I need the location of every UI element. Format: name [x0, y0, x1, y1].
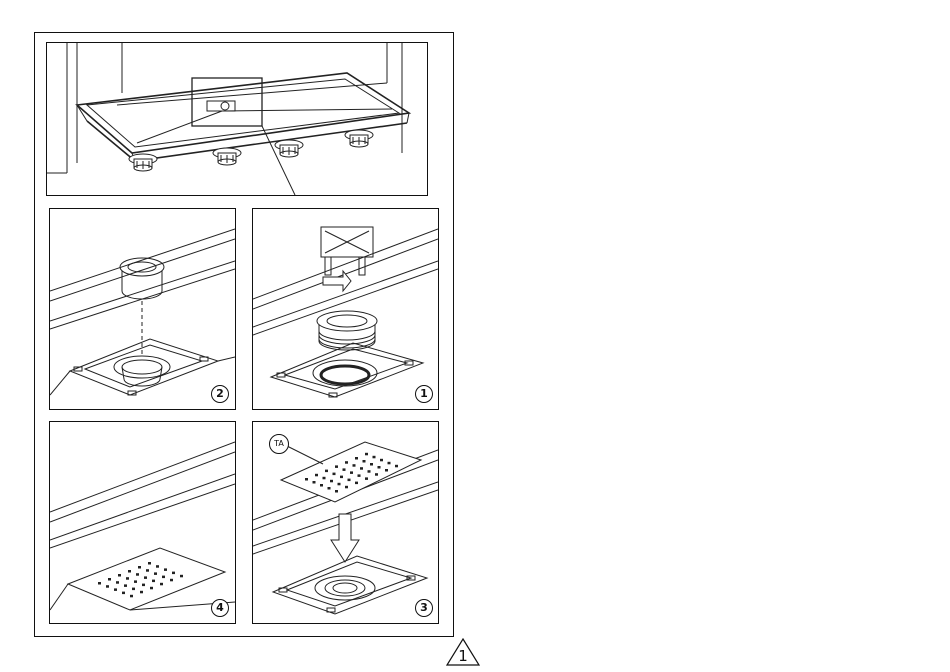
grate-hole [335, 490, 338, 493]
grate-hole [154, 572, 157, 575]
grate-hole [124, 584, 127, 587]
grate-hole [134, 580, 137, 583]
grate-hole [172, 572, 175, 575]
grate-hole [130, 595, 133, 598]
drain-sleeve-drawing [50, 209, 235, 409]
overview-panel [46, 42, 428, 196]
grate-hole [343, 468, 346, 471]
grate-hole [122, 592, 125, 595]
step-2-panel: 2 [49, 208, 236, 410]
grate-hole [315, 474, 318, 477]
grate-hole [335, 465, 338, 468]
step-number-1: 1 [415, 385, 433, 403]
grate-hole [365, 477, 368, 480]
grate-hole [180, 575, 183, 578]
grate-hole [164, 568, 167, 571]
grate-hole [136, 573, 139, 576]
installed-grate-drawing [50, 422, 235, 623]
grate-hole [170, 579, 173, 582]
step-number-3: 3 [415, 599, 433, 617]
step-4-panel: 4 [49, 421, 236, 624]
grate-hole [368, 470, 371, 473]
grate-hole [380, 459, 383, 462]
grate-hole [358, 474, 361, 477]
grate-hole [320, 484, 323, 487]
grate-hole [140, 591, 143, 594]
step-3-panel: TA 3 [252, 421, 439, 624]
grate-hole [350, 471, 353, 474]
sheet-number: 1 [446, 647, 480, 665]
grate-hole [345, 461, 348, 464]
grate-hole [118, 574, 121, 577]
grate-hole [355, 457, 358, 460]
drain-body-drawing [253, 209, 438, 409]
grate-hole [323, 477, 326, 480]
grate-hole [338, 483, 341, 486]
grate-hole [108, 578, 111, 581]
shower-tray-overview-drawing [47, 43, 427, 195]
grate-hole [345, 486, 348, 489]
grate-hole [150, 587, 153, 590]
grate-hole [365, 453, 368, 456]
grate-hole [114, 588, 117, 591]
grate-hole [353, 464, 356, 467]
grate-hole [160, 583, 163, 586]
grate-hole [116, 581, 119, 584]
step-1-panel: 1 [252, 208, 439, 410]
grate-hole [144, 576, 147, 579]
grate-hole [373, 456, 376, 459]
grate-hole [325, 470, 328, 473]
grate-hole [138, 566, 141, 569]
grate-hole [363, 460, 366, 463]
grate-hole [333, 473, 336, 476]
part-label-ta: TA [269, 434, 289, 454]
grate-hole [98, 582, 101, 585]
grate-hole [132, 588, 135, 591]
grate-hole [305, 478, 308, 481]
grate-hole [388, 462, 391, 465]
grate-hole [328, 487, 331, 490]
grate-hole [378, 466, 381, 469]
grate-hole [126, 577, 129, 580]
grate-hole [340, 476, 343, 479]
grate-hole [142, 584, 145, 587]
grate-hole [128, 570, 131, 573]
grate-hole [348, 479, 351, 482]
grate-hole [395, 465, 398, 468]
grate-hole [385, 469, 388, 472]
grate-hole [106, 585, 109, 588]
grate-hole [360, 467, 363, 470]
grate-hole [330, 480, 333, 483]
grate-hole [313, 481, 316, 484]
grate-hole [162, 576, 165, 579]
sheet-number-badge: 1 [446, 638, 480, 666]
grate-hole [370, 463, 373, 466]
grate-hole [156, 565, 159, 568]
step-number-2: 2 [211, 385, 229, 403]
step-number-4: 4 [211, 599, 229, 617]
grate-hole [148, 562, 151, 565]
grate-hole [146, 569, 149, 572]
grate-hole [355, 482, 358, 485]
grate-hole [152, 580, 155, 583]
grate-hole [375, 473, 378, 476]
